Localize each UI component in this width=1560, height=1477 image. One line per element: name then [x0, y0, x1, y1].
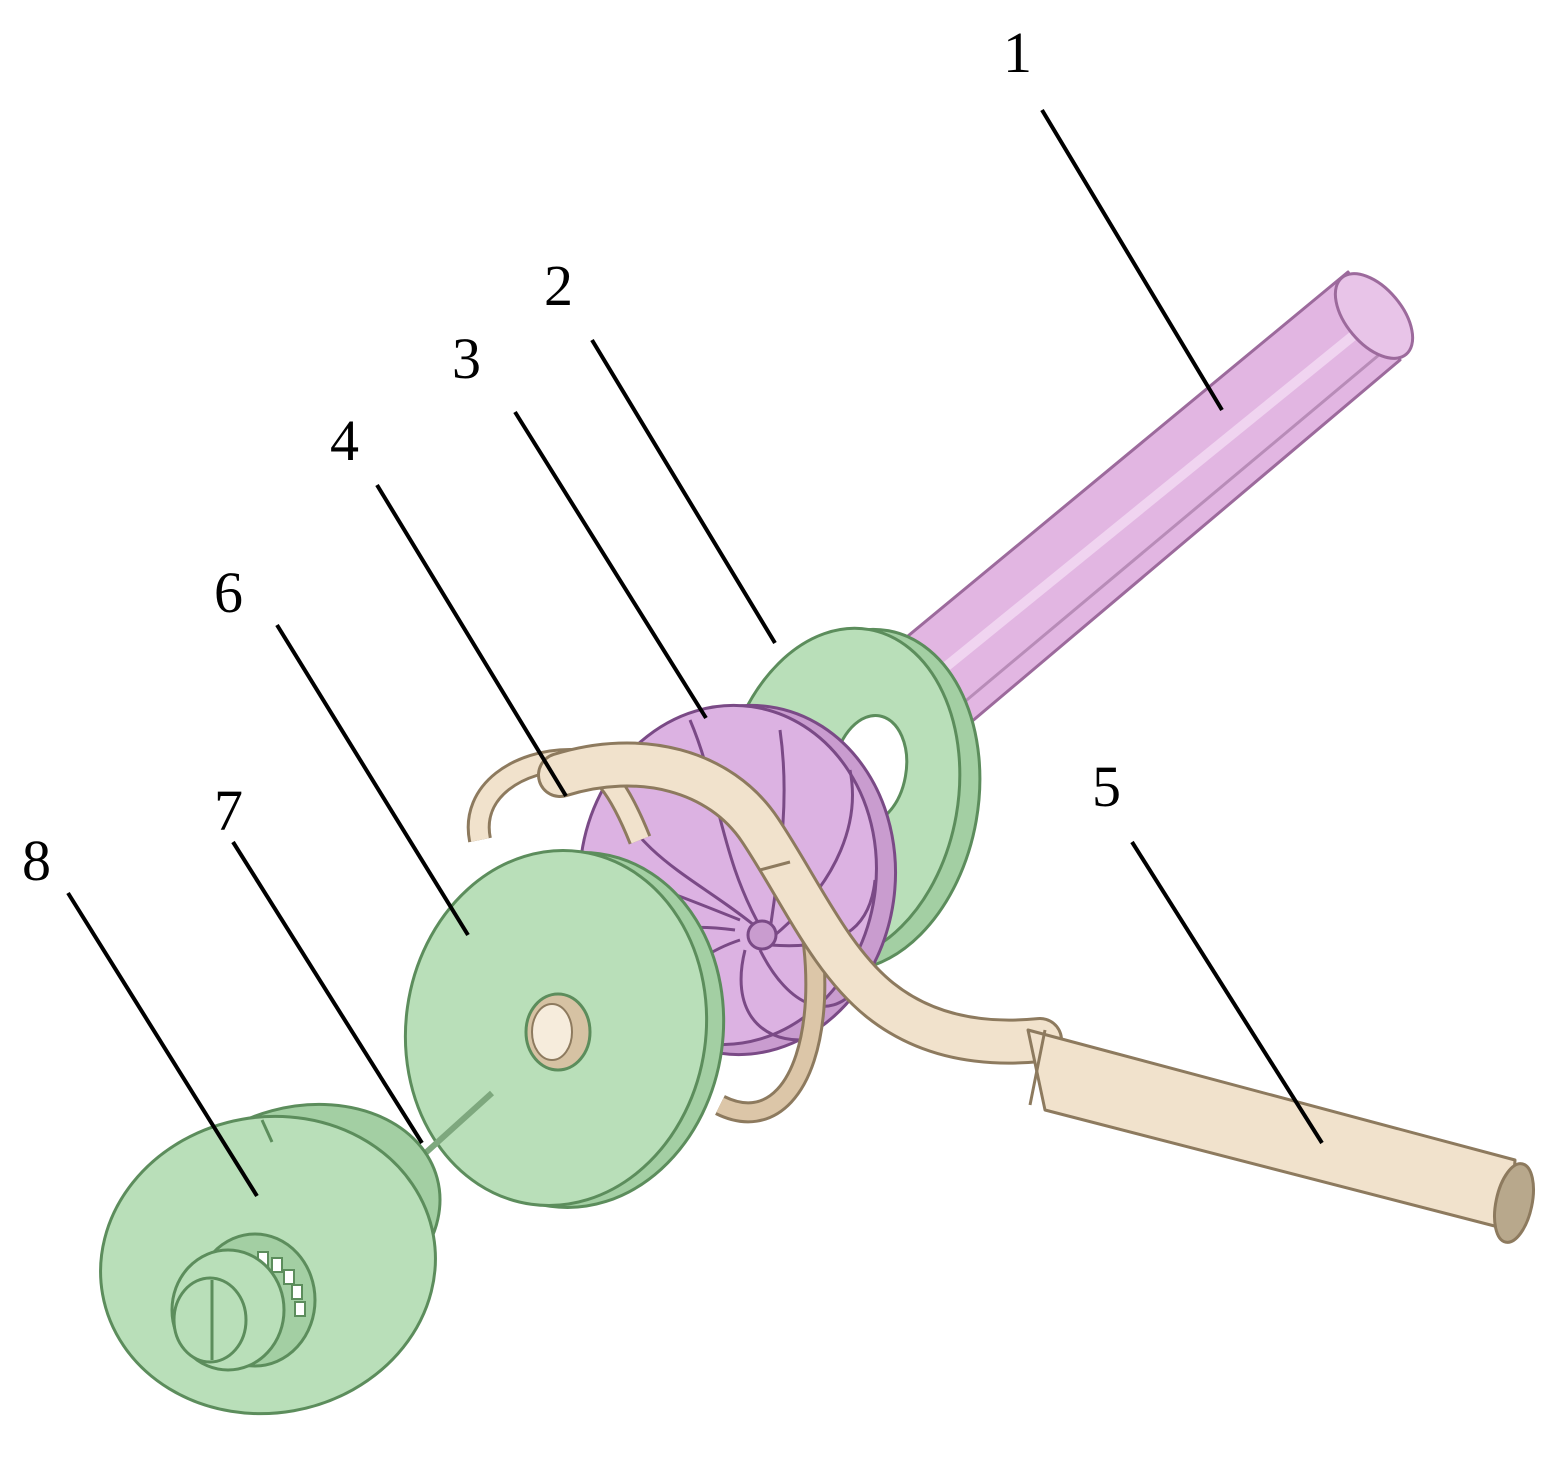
part-8-end-cap: [99, 1102, 442, 1416]
leader-6: [275, 623, 470, 937]
callout-6: 6: [214, 560, 243, 625]
leader-1: [1040, 108, 1224, 412]
bearing-rollers: [257, 1251, 306, 1317]
part-6-front-disc: [403, 849, 726, 1209]
leader-5: [1130, 840, 1324, 1145]
impeller-hub: [746, 919, 778, 951]
callout-4: 4: [330, 408, 359, 473]
leader-8: [66, 891, 259, 1198]
callout-2: 2: [544, 253, 573, 318]
leader-2: [590, 338, 777, 645]
part-5-tube: [537, 741, 1535, 1244]
shaft-highlight: [901, 314, 1379, 704]
part-1-shaft: [883, 270, 1415, 752]
leader-3: [513, 410, 708, 720]
callout-8: 8: [22, 828, 51, 893]
tube-end-cap: [1493, 1162, 1535, 1244]
leader-lines: [66, 108, 1324, 1198]
shaft-shadow-line: [924, 342, 1393, 737]
callout-1: 1: [1003, 20, 1032, 85]
callout-5: 5: [1092, 754, 1121, 819]
callout-3: 3: [452, 326, 481, 391]
tube-seam-2: [759, 860, 791, 872]
callout-7: 7: [214, 778, 243, 843]
callout-labels: 1 2 3 4 5 6 7 8: [22, 20, 1121, 893]
tube-seam: [1028, 1029, 1047, 1106]
leader-4: [375, 483, 568, 798]
shaft-end-cap: [1333, 272, 1415, 360]
leader-7: [231, 840, 424, 1145]
screw-head: [172, 1276, 248, 1364]
